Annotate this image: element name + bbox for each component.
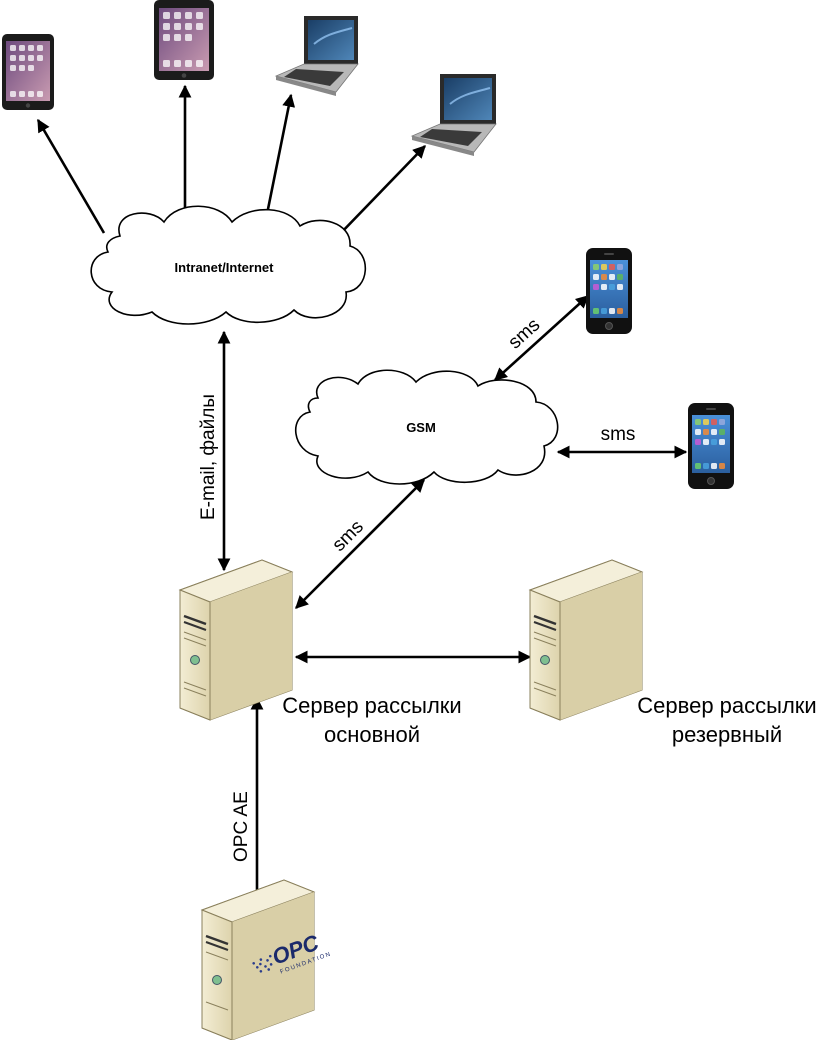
tablet-icon (154, 0, 214, 80)
link-internet-laptop2 (337, 145, 426, 237)
phone-icon (586, 248, 632, 334)
label-sms-right: sms (601, 424, 636, 445)
server-reserve-label-line2: резервный (672, 722, 782, 747)
laptop-icon (410, 74, 497, 156)
cloud-internet-label: Intranet/Internet (175, 260, 275, 275)
server-main-label-line1: Сервер рассылки (282, 693, 461, 718)
label-email-files: E-mail, файлы (198, 394, 219, 520)
server-opc-icon (200, 879, 316, 1040)
cloud-internet (90, 205, 367, 325)
label-opc-ae: OPC AE (231, 791, 252, 862)
label-sms-server: sms (328, 516, 367, 555)
label-sms-top: sms (504, 314, 544, 353)
server-reserve-icon (528, 559, 644, 721)
tablet-icon (2, 34, 54, 110)
link-internet-laptop1 (263, 93, 296, 225)
connections (36, 84, 688, 892)
link-gsm-phone-top (494, 295, 589, 381)
server-main-icon (178, 559, 294, 721)
server-main-label-line2: основной (324, 722, 420, 747)
link-internet-tablet1 (36, 118, 106, 234)
cloud-gsm (295, 369, 559, 485)
server-reserve-label-line1: Сервер рассылки (637, 693, 816, 718)
phone-icon (688, 403, 734, 489)
link-gsm-server (295, 479, 425, 609)
cloud-gsm-label: GSM (406, 420, 436, 435)
laptop-icon (274, 16, 359, 96)
